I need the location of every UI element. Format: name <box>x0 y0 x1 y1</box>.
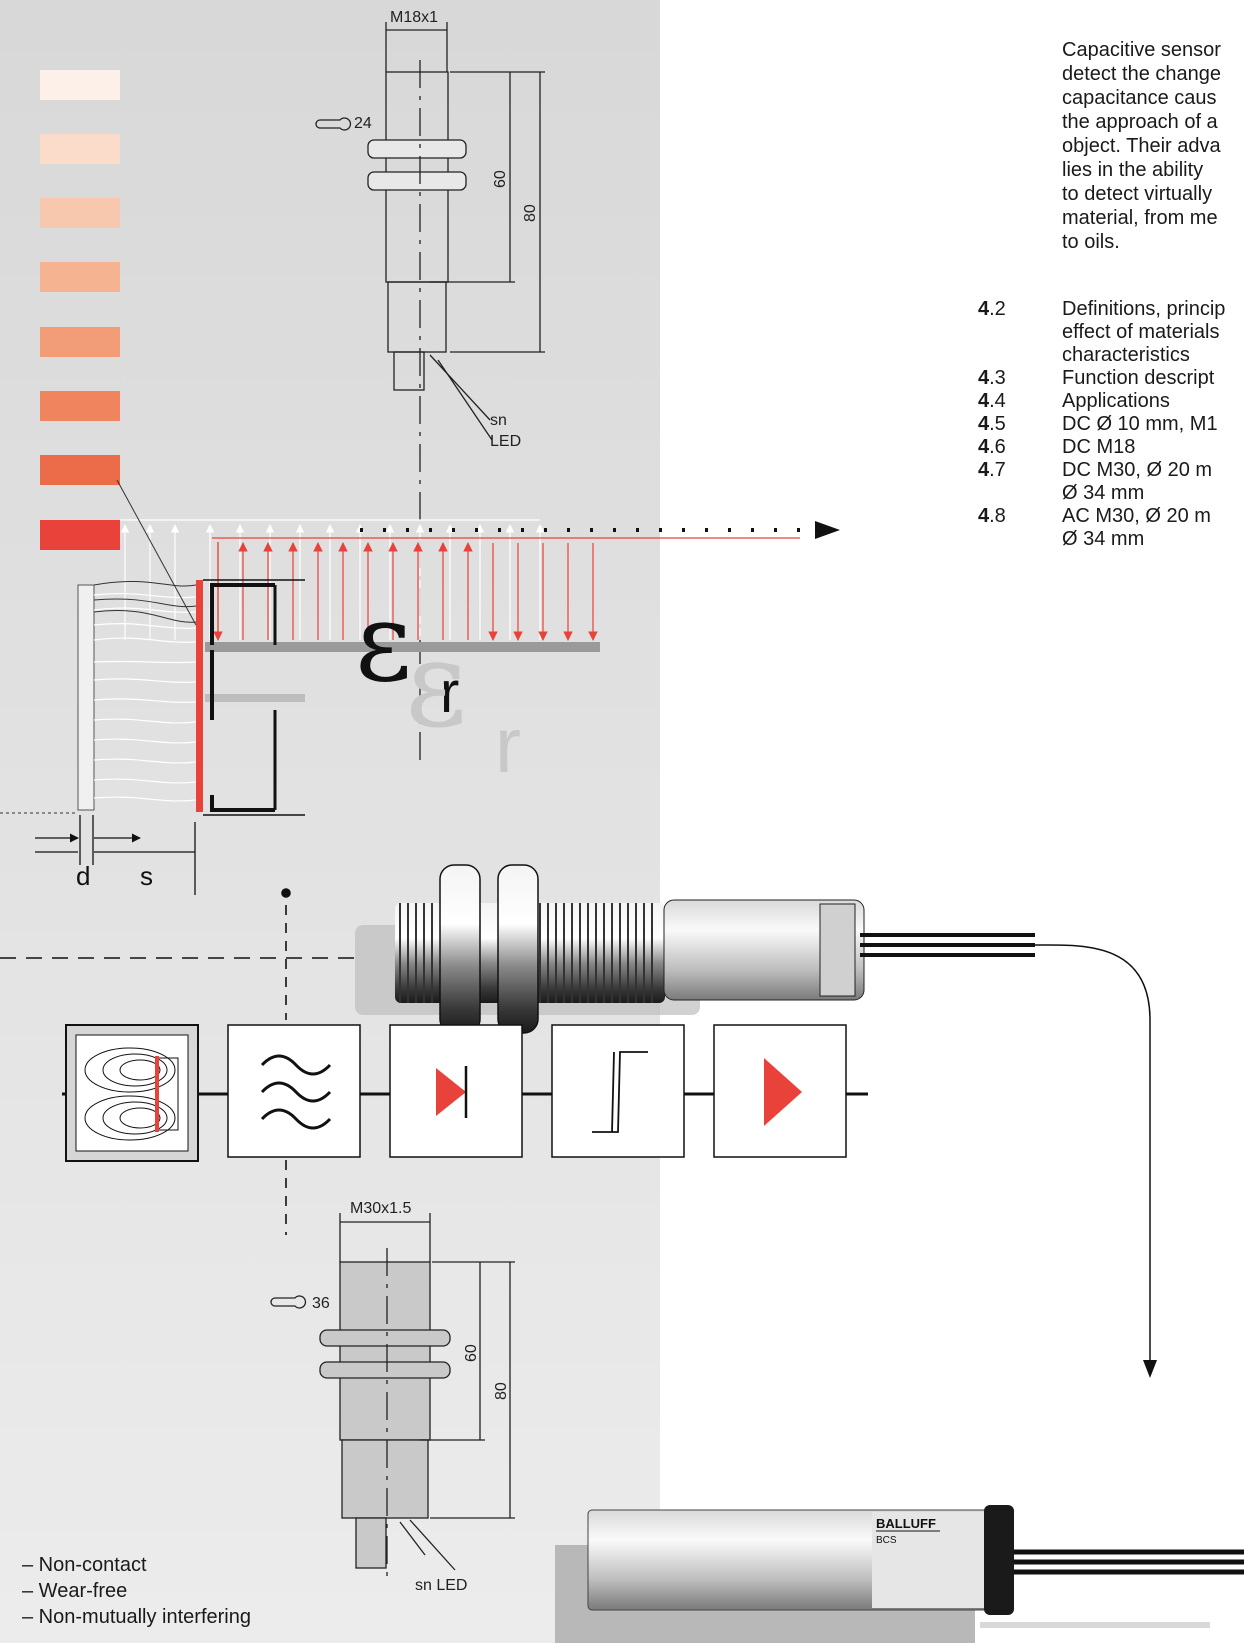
m30-dim-60: 60 <box>463 1344 480 1362</box>
section-title: Function descript <box>1062 367 1215 389</box>
brand-logo: BALLUFF <box>876 1516 936 1531</box>
distance-s-label: s <box>140 861 153 891</box>
section-chapter: 4 <box>978 413 990 435</box>
section-title: AC M30, Ø 20 m Ø 34 mm <box>1062 505 1211 550</box>
section-item: 4.4 Applications <box>978 390 1244 413</box>
m18-led-label: LED <box>490 433 521 450</box>
epsilon-shadow: ε <box>405 615 467 754</box>
section-number: .3 <box>989 367 1006 389</box>
epsilon-large-sub: r <box>440 660 459 725</box>
threaded-sensor-illustration <box>355 864 1157 1378</box>
section-item: 4.2 Definitions, princip effect of materi… <box>978 298 1244 367</box>
section-title: Definitions, princip effect of materials… <box>1062 298 1226 366</box>
section-number: .5 <box>989 413 1006 435</box>
field-diagram <box>0 479 840 895</box>
m30-thread-label: M30x1.5 <box>350 1200 411 1217</box>
feature-list: – Non-contact – Wear-free – Non-mutually… <box>22 1552 251 1630</box>
brand-model: BCS <box>876 1535 897 1546</box>
feature-item: – Non-contact <box>22 1554 147 1576</box>
m18-sn-label: sn <box>490 412 507 429</box>
feature-item: – Wear-free <box>22 1580 128 1602</box>
m18-thread-label: M18x1 <box>390 9 438 26</box>
section-number: .4 <box>989 390 1006 412</box>
section-chapter: 4 <box>978 505 990 527</box>
section-chapter: 4 <box>978 298 990 320</box>
m30-sn-led-label: sn LED <box>415 1577 467 1594</box>
section-item: 4.8 AC M30, Ø 20 m Ø 34 mm <box>978 505 1244 551</box>
feature-item: – Non-mutually interfering <box>22 1606 251 1628</box>
m30-dim-80: 80 <box>493 1382 510 1400</box>
section-number: .2 <box>989 298 1006 320</box>
block-diagram <box>62 1024 868 1162</box>
gradient-swatch-3 <box>40 198 120 228</box>
cylindrical-sensor-illustration <box>555 1505 1244 1643</box>
m30-sensor-drawing <box>270 1213 515 1580</box>
section-number: .6 <box>989 436 1006 458</box>
gradient-swatch-5 <box>40 327 120 357</box>
section-title: DC Ø 10 mm, M1 <box>1062 413 1218 435</box>
section-title: Applications <box>1062 390 1170 412</box>
section-item: 4.6 DC M18 <box>978 436 1244 459</box>
section-chapter: 4 <box>978 459 990 481</box>
intro-paragraph: Capacitive sensor detect the change capa… <box>1062 39 1222 253</box>
epsilon-shadow-sub: r <box>495 701 521 789</box>
section-number: .8 <box>989 505 1006 527</box>
guide-lines <box>0 888 360 1235</box>
gradient-swatch-6 <box>40 391 120 421</box>
section-title: DC M18 <box>1062 436 1136 458</box>
section-title: DC M30, Ø 20 m Ø 34 mm <box>1062 459 1213 504</box>
section-number: .7 <box>989 459 1006 481</box>
section-chapter: 4 <box>978 390 990 412</box>
gradient-swatch-7 <box>40 455 120 485</box>
gradient-swatch-1 <box>40 70 120 100</box>
gradient-swatch-2 <box>40 134 120 164</box>
section-chapter: 4 <box>978 367 990 389</box>
section-item: 4.5 DC Ø 10 mm, M1 <box>978 413 1244 436</box>
epsilon-large: ε <box>355 578 412 706</box>
m18-dim-80: 80 <box>522 204 539 222</box>
section-item: 4.3 Function descript <box>978 367 1244 390</box>
section-chapter: 4 <box>978 436 990 458</box>
distance-d-label: d <box>76 861 90 891</box>
m18-dim-60: 60 <box>492 170 509 188</box>
section-item: 4.7 DC M30, Ø 20 m Ø 34 mm <box>978 459 1244 505</box>
gradient-swatch-4 <box>40 262 120 292</box>
m30-wrench-label: 36 <box>312 1295 330 1312</box>
m18-wrench-label: 24 <box>354 115 372 132</box>
gradient-swatch-8 <box>40 520 120 550</box>
